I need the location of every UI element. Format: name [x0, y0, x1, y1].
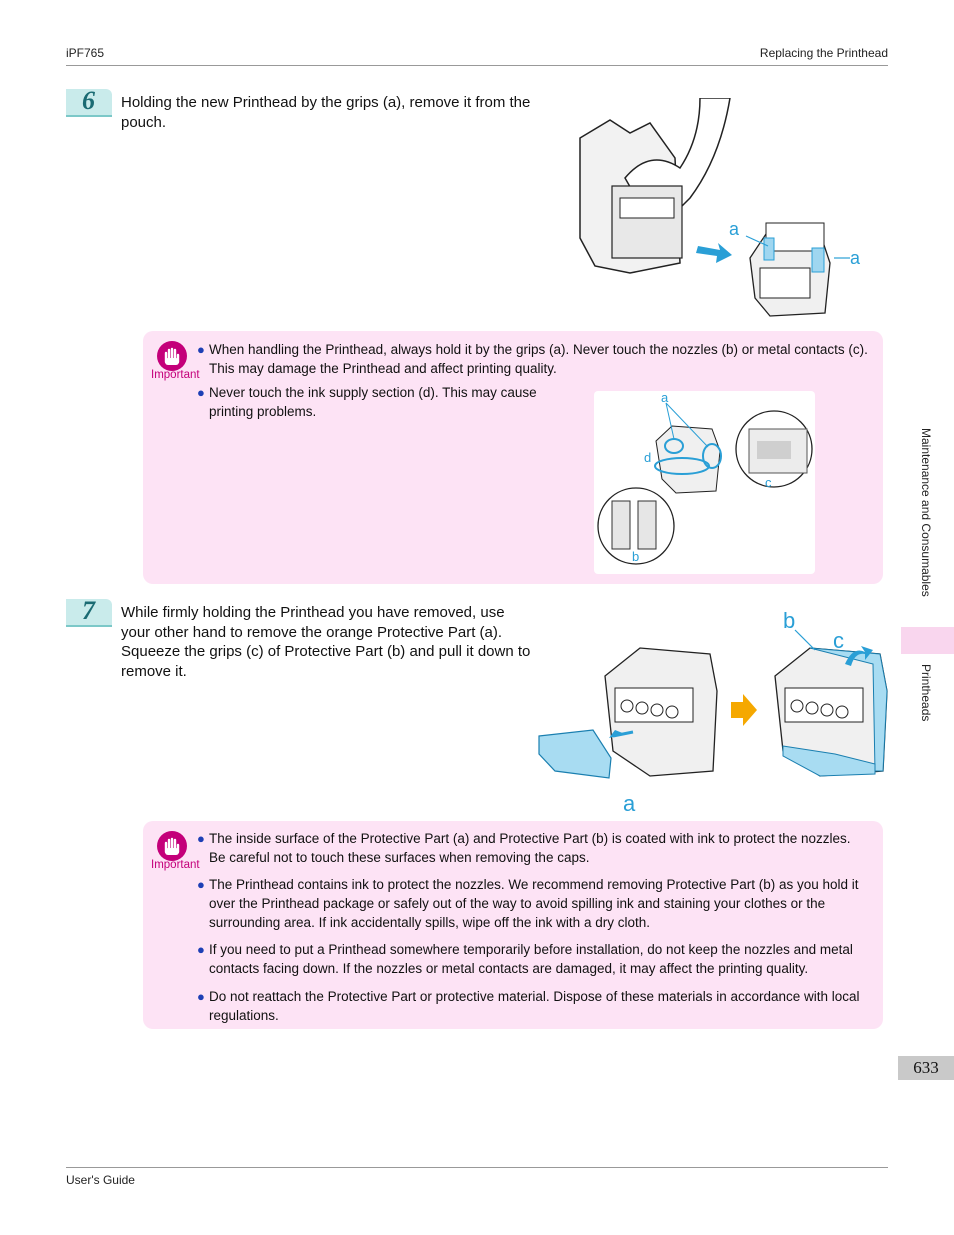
- step-6-callout-a-right: a: [850, 248, 861, 268]
- printhead-right: [749, 222, 831, 317]
- note-1-label-b: b: [632, 549, 639, 564]
- note-1-label-d: d: [644, 450, 651, 465]
- footer-title: User's Guide: [66, 1173, 135, 1187]
- note-1-label-a: a: [661, 391, 669, 405]
- hand-stop-icon: [157, 831, 187, 861]
- step-7-callout-a: a: [623, 791, 636, 816]
- header-model: iPF765: [66, 46, 105, 60]
- page-number: 633: [898, 1056, 954, 1080]
- header-rule: [66, 65, 888, 66]
- bullet-icon: ●: [197, 877, 205, 892]
- sidebar-section: Printheads: [919, 664, 933, 722]
- note-2-bullet-4: ● Do not reattach the Protective Part or…: [197, 989, 860, 1023]
- note-2-bullet-2: ● The Printhead contains ink to protect …: [197, 877, 859, 930]
- bullet-icon: ●: [197, 942, 205, 957]
- printhead-left: [604, 647, 718, 777]
- footer-rule: [66, 1167, 888, 1168]
- note-2-bullet-3: ● If you need to put a Printhead somewhe…: [197, 942, 853, 976]
- bullet-icon: ●: [197, 385, 205, 400]
- note-1-bullet-1: ● When handling the Printhead, always ho…: [197, 342, 868, 376]
- step-6-illustration: a a: [570, 98, 862, 322]
- step-6-callout-a-left: a: [729, 219, 740, 239]
- important-label: Important: [151, 369, 200, 381]
- bullet-icon: ●: [197, 989, 205, 1004]
- printhead-right-with-cap: [774, 647, 888, 777]
- note-1-bullet-2: ● Never touch the ink supply section (d)…: [197, 385, 537, 419]
- important-label: Important: [151, 859, 200, 871]
- bullet-icon: ●: [197, 831, 205, 846]
- bullet-icon: ●: [197, 342, 205, 357]
- step-6-text: Holding the new Printhead by the grips (…: [121, 94, 531, 131]
- step-7-callout-c: c: [833, 628, 844, 653]
- important-note-2: Important ● The inside surface of the Pr…: [143, 821, 883, 1029]
- step-7-badge: 7: [66, 596, 112, 627]
- note-2-bullet-1: ● The inside surface of the Protective P…: [197, 831, 851, 865]
- hand-stop-icon: [157, 341, 187, 371]
- sidebar-tab-marker: [901, 627, 954, 654]
- step-7-illustration: a b c: [538, 608, 888, 816]
- step-6-badge: 6: [66, 86, 112, 117]
- note-1-illustration: a b c d: [594, 391, 815, 574]
- note-1-label-c: c: [765, 475, 772, 490]
- step-6-number: 6: [82, 86, 95, 115]
- step-7-callout-b: b: [783, 608, 795, 633]
- step-7-number: 7: [82, 596, 95, 625]
- important-note-1: Important ● When handling the Printhead,…: [143, 331, 883, 584]
- sidebar-chapter: Maintenance and Consumables: [919, 428, 933, 597]
- header-section: Replacing the Printhead: [759, 46, 888, 60]
- step-7-text: While firmly holding the Printhead you h…: [121, 604, 531, 680]
